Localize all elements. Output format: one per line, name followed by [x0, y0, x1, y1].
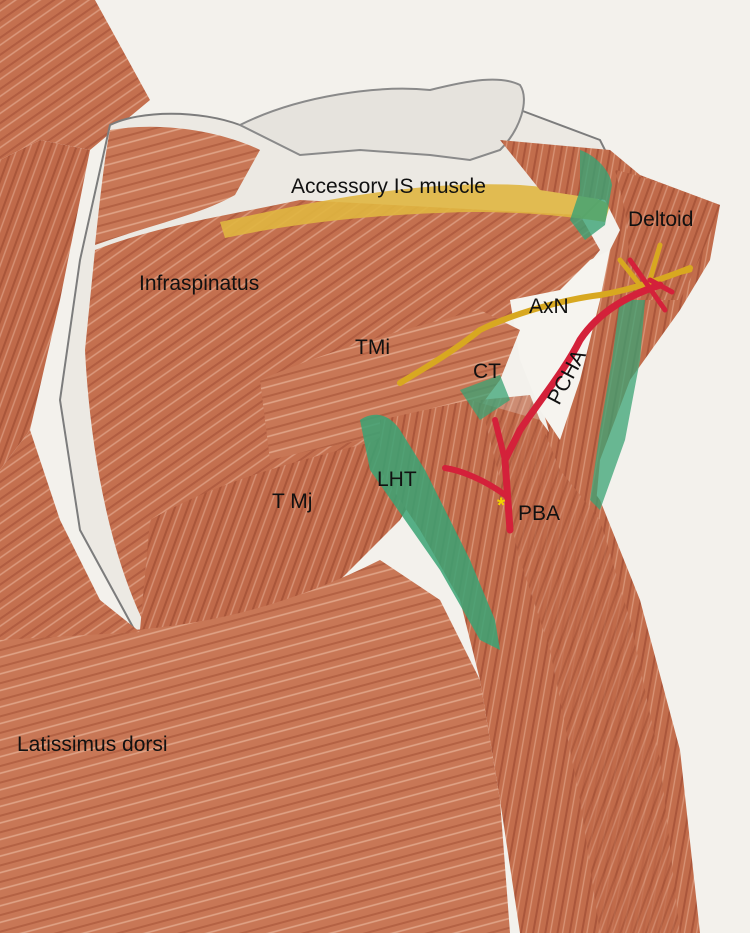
lower-left-muscle — [0, 430, 140, 640]
tendon-ct — [460, 375, 510, 420]
pcha-artery — [501, 281, 664, 534]
label-accessory-is-muscle: Accessory IS muscle — [291, 175, 486, 198]
latissimus-dorsi-muscle — [0, 560, 510, 933]
label-lht: LHT — [377, 468, 417, 491]
label-ct: CT — [473, 360, 501, 383]
axillary-nerve-branches — [617, 242, 693, 288]
accessory-is-muscle — [220, 184, 610, 238]
label-latissimus-dorsi: Latissimus dorsi — [17, 733, 168, 756]
pba-star-marker: * — [497, 494, 506, 517]
deltoid-cut-edge — [615, 170, 720, 300]
supraspinatus-muscle — [95, 126, 260, 245]
label-axn: AxN — [529, 295, 569, 318]
tendon-attachment-upper — [570, 150, 612, 240]
label-t-mj: T Mj — [272, 490, 313, 513]
artery-branch-up — [492, 417, 508, 463]
artery-terminal-branches — [627, 257, 675, 313]
label-infraspinatus: Infraspinatus — [139, 272, 260, 295]
long-head-triceps-tendon — [360, 414, 500, 650]
triceps-lateral-head — [480, 395, 680, 933]
label-tmi: TMi — [355, 336, 390, 359]
upper-left-muscle — [0, 0, 150, 160]
left-edge-muscle — [0, 140, 90, 470]
label-pba: PBA — [518, 502, 561, 525]
teres-major-muscle — [140, 440, 430, 640]
label-deltoid: Deltoid — [628, 208, 694, 231]
profunda-brachii-artery — [442, 465, 508, 498]
tendon-lateral — [590, 300, 645, 510]
acromion-bone — [237, 78, 525, 162]
